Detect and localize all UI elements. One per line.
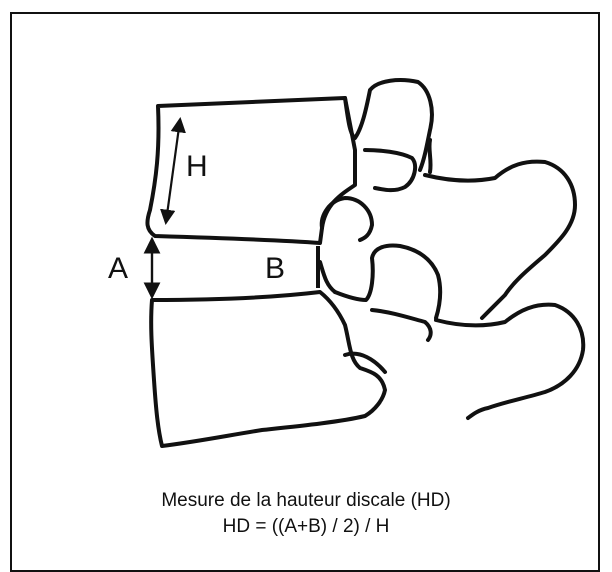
lower-vertebra-body [149, 290, 387, 448]
label-b: B [265, 252, 286, 285]
disc-posterior-edge [318, 260, 337, 294]
middle-articular-process [319, 196, 374, 242]
upper-inferior-process [427, 138, 433, 174]
label-h: H [186, 150, 208, 183]
lower-facet-joint [370, 308, 433, 342]
lower-spinous-process [434, 302, 586, 420]
caption-formula: HD = ((A+B) / 2) / H [222, 516, 390, 537]
upper-spinous-process [423, 159, 577, 320]
caption-title: Mesure de la hauteur discale (HD) [161, 490, 451, 511]
h-measure-arrow [160, 116, 186, 226]
label-a: A [108, 252, 129, 285]
upper-facet-joint [363, 148, 418, 193]
upper-posterior-arch [343, 78, 434, 172]
lower-pedicle [343, 351, 387, 374]
lower-posterior-arch [333, 243, 443, 320]
